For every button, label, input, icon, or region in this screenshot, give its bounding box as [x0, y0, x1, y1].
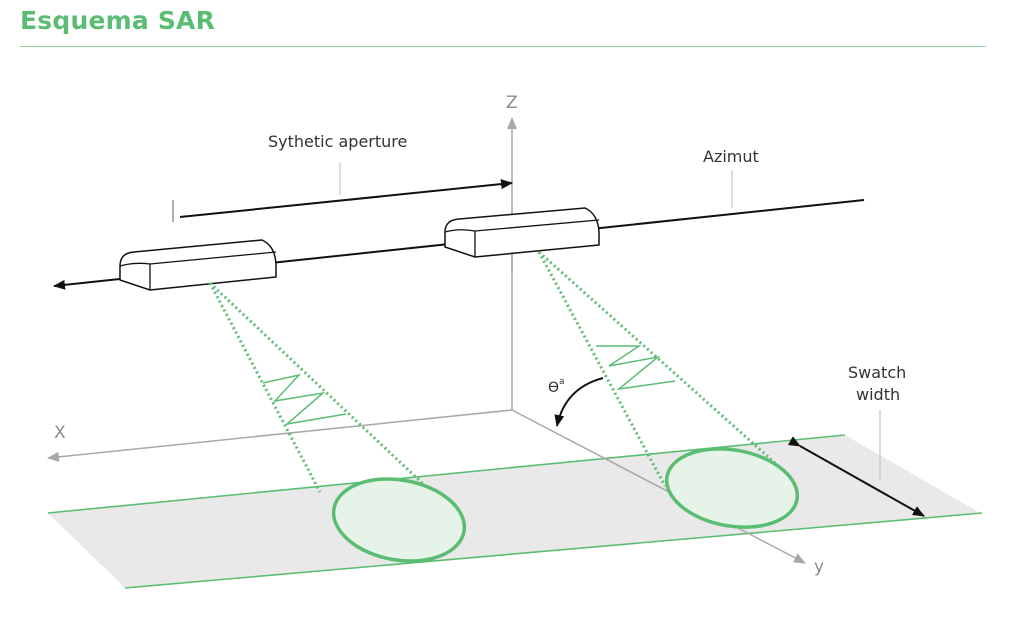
- y-axis-label: y: [814, 557, 824, 577]
- satellite-left: [119, 239, 277, 291]
- theta-symbol: ϴ: [548, 380, 559, 396]
- theta-subscript: a: [559, 377, 565, 387]
- y-axis: [511, 409, 806, 564]
- title-divider: [20, 46, 986, 47]
- incidence-angle-arrow: [554, 377, 604, 427]
- aperture-arrow: [179, 179, 513, 218]
- swatch-width-label-line1: Swatch: [848, 363, 906, 382]
- z-axis-label: Z: [506, 93, 518, 113]
- radar-beam-right: [537, 250, 776, 487]
- ground-swath: [48, 435, 980, 588]
- satellite-right: [444, 207, 600, 258]
- page-title: Esquema SAR: [20, 6, 216, 35]
- swath-width-arrow: [787, 436, 925, 517]
- x-axis: [47, 409, 513, 462]
- swath-near-edge: [124, 512, 983, 589]
- footprint-left: [331, 477, 467, 563]
- azimut-label: Azimut: [703, 147, 759, 166]
- x-axis-label: X: [54, 423, 66, 443]
- swatch-width-label-line2: width: [856, 385, 900, 404]
- radar-beam-left: [208, 281, 439, 499]
- synthetic-aperture-label: Sythetic aperture: [268, 132, 407, 151]
- incidence-angle-label: ϴa: [548, 377, 565, 396]
